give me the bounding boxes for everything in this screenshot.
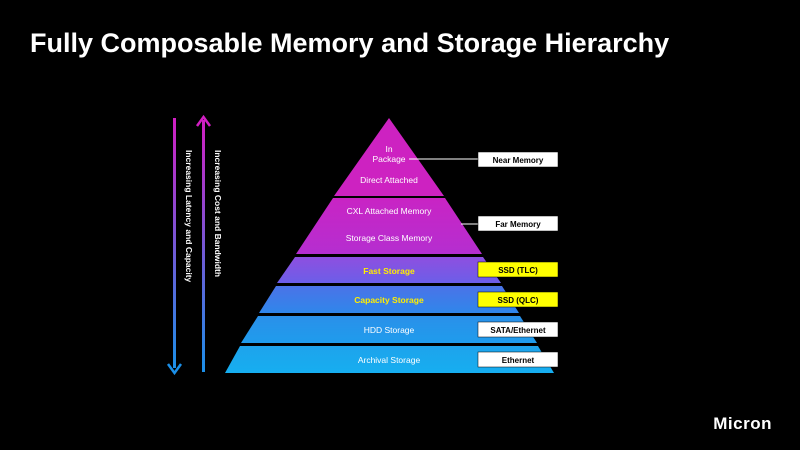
tier-archival-storage <box>225 346 554 373</box>
svg-text:Ethernet: Ethernet <box>502 356 535 365</box>
tier-memory <box>296 198 482 254</box>
fast-storage-label: Fast Storage <box>363 266 415 276</box>
svg-text:Far Memory: Far Memory <box>495 220 541 229</box>
sata-ethernet-box: SATA/Ethernet <box>477 321 559 338</box>
apex-label-in: In <box>385 144 392 154</box>
svg-text:SSD (TLC): SSD (TLC) <box>498 266 538 275</box>
slide-title: Fully Composable Memory and Storage Hier… <box>30 28 670 58</box>
svg-text:SATA/Ethernet: SATA/Ethernet <box>490 326 546 335</box>
ssd-tlc-box: SSD (TLC) <box>477 261 559 278</box>
tier-fast-storage <box>277 257 501 283</box>
apex-label-direct-attached: Direct Attached <box>360 175 418 185</box>
tier-hdd-storage <box>241 316 537 343</box>
ssd-qlc-box: SSD (QLC) <box>477 291 559 308</box>
capacity-storage-label: Capacity Storage <box>354 295 424 305</box>
cost-arrow-label: Increasing Cost and Bandwidth <box>213 150 223 277</box>
cost-arrow <box>195 114 212 372</box>
svg-text:SSD (QLC): SSD (QLC) <box>498 296 539 305</box>
micron-logo: Micron <box>713 414 772 433</box>
tier-apex <box>334 118 444 196</box>
svg-text:Near Memory: Near Memory <box>493 156 544 165</box>
near-memory-box: Near Memory <box>477 151 559 168</box>
tier2-label-cxl: CXL Attached Memory <box>347 206 432 216</box>
tier-capacity-storage <box>259 286 519 313</box>
tier2-label-scm: Storage Class Memory <box>346 233 433 243</box>
far-memory-box: Far Memory <box>477 215 559 232</box>
hdd-storage-label: HDD Storage <box>364 325 415 335</box>
apex-label-package: Package <box>372 154 405 164</box>
ethernet-box: Ethernet <box>477 351 559 368</box>
latency-arrow-label: Increasing Latency and Capacity <box>184 150 194 283</box>
archival-storage-label: Archival Storage <box>358 355 421 365</box>
latency-arrow <box>166 118 183 376</box>
